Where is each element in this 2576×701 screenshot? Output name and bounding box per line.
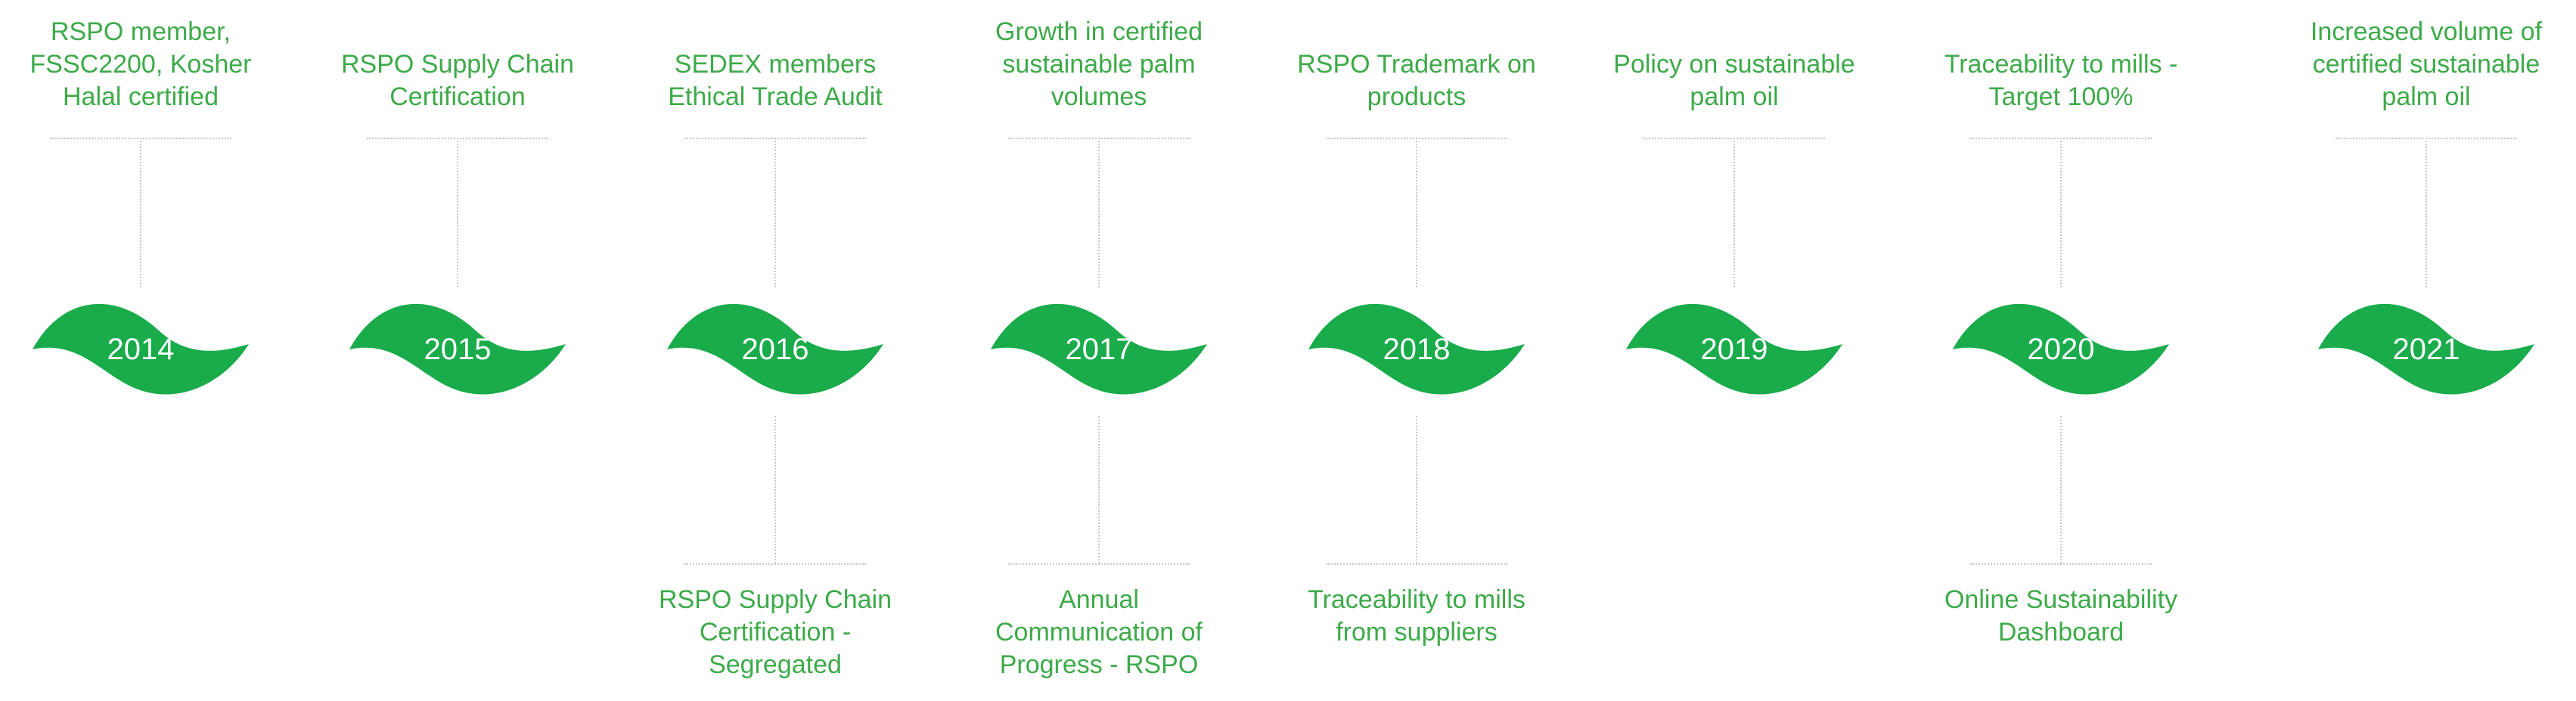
connector-vertical-bottom xyxy=(2060,416,2062,563)
leaf-icon xyxy=(348,302,567,397)
connector-vertical-bottom xyxy=(774,416,776,563)
leaf-shape xyxy=(667,303,883,395)
milestone-bottom-label: Online Sustainability Dashboard xyxy=(1944,585,2178,647)
leaf-icon xyxy=(1625,302,1844,397)
milestone-top-label: RSPO member, FSSC2200, Kosher Halal cert… xyxy=(29,17,252,111)
connector-vertical-top xyxy=(2425,138,2427,287)
leaf-shape xyxy=(1308,303,1525,395)
connector-vertical-top xyxy=(457,138,458,287)
milestone-2021: Increased volume of certified sustainabl… xyxy=(2298,0,2555,701)
leaf-shape xyxy=(1626,303,1842,395)
leaf-icon xyxy=(666,302,885,397)
milestone-top-label: Policy on sustainable palm oil xyxy=(1613,50,1855,111)
connector-horizontal-bottom xyxy=(1326,563,1507,565)
milestone-bottom-label: Traceability to mills from suppliers xyxy=(1308,585,1525,647)
milestone-2017: Growth in certified sustainable palm vol… xyxy=(970,0,1227,701)
milestone-top-label: Traceability to mills - Target 100% xyxy=(1944,50,2178,111)
connector-vertical-top xyxy=(1098,138,1100,287)
connector-vertical-top xyxy=(2060,138,2062,287)
milestone-top-label: Increased volume of certified sustainabl… xyxy=(2310,17,2543,111)
connector-horizontal-bottom xyxy=(1008,563,1190,565)
milestone-top-label: RSPO Trademark on products xyxy=(1297,50,1536,111)
leaf-icon xyxy=(2317,302,2536,397)
connector-vertical-bottom xyxy=(1416,416,1417,563)
leaf-shape xyxy=(33,303,249,395)
connector-vertical-top xyxy=(140,138,141,287)
connector-vertical-top xyxy=(1733,138,1735,287)
connector-vertical-top xyxy=(1416,138,1417,287)
milestone-bottom-label: RSPO Supply Chain Certification - Segreg… xyxy=(658,585,892,679)
milestone-top-label: RSPO Supply Chain Certification xyxy=(340,50,575,111)
leaf-shape xyxy=(2318,303,2534,395)
leaf-shape xyxy=(991,303,1207,395)
milestone-top-label: Growth in certified sustainable palm vol… xyxy=(995,17,1203,111)
leaf-shape xyxy=(349,303,566,395)
connector-horizontal-bottom xyxy=(684,563,866,565)
connector-horizontal-bottom xyxy=(1970,563,2152,565)
connector-vertical-top xyxy=(774,138,776,287)
leaf-icon xyxy=(31,302,250,397)
leaf-shape xyxy=(1953,303,2169,395)
leaf-icon xyxy=(989,302,1209,397)
leaf-icon xyxy=(1951,302,2171,397)
milestone-bottom-label: Annual Communication of Progress - RSPO xyxy=(995,585,1203,679)
leaf-icon xyxy=(1307,302,1526,397)
milestone-2014: RSPO member, FSSC2200, Kosher Halal cert… xyxy=(12,0,269,701)
connector-vertical-bottom xyxy=(1098,416,1100,563)
milestone-top-label: SEDEX members Ethical Trade Audit xyxy=(668,50,883,111)
